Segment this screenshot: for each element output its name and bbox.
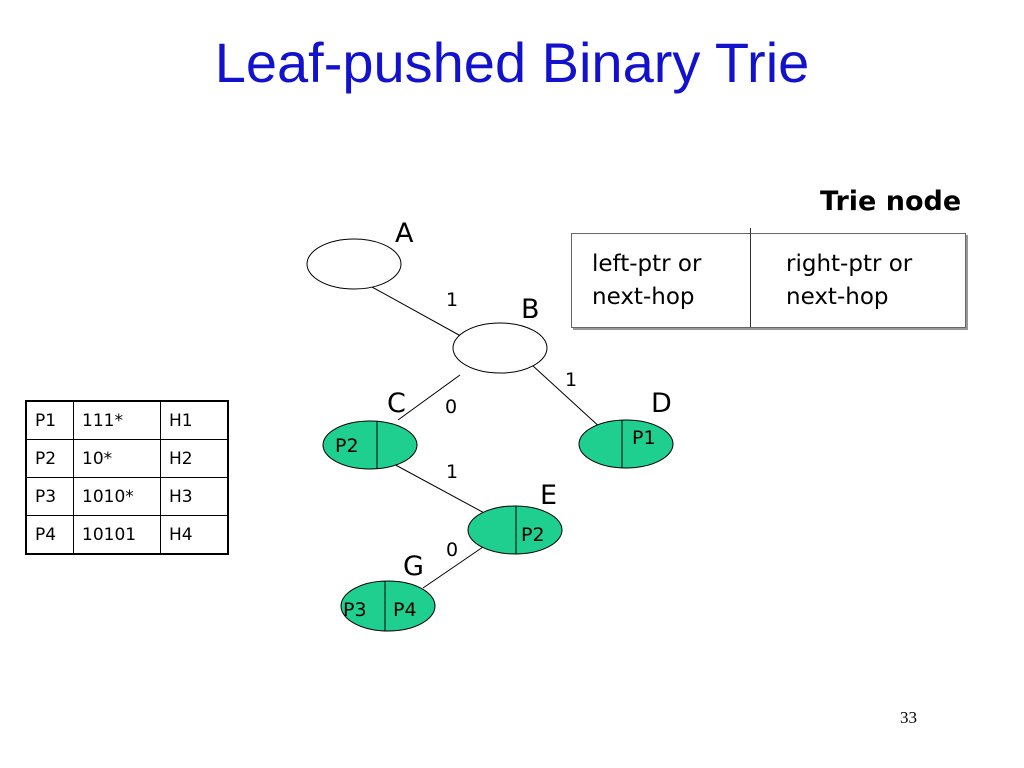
page-number: 33 bbox=[900, 708, 917, 727]
node-a bbox=[306, 238, 402, 290]
node-c-label: C bbox=[387, 388, 406, 419]
trie-node-caption: Trie node bbox=[820, 186, 962, 217]
right-pointer-field: right-ptr or next-hop bbox=[786, 248, 912, 314]
node-e-label: E bbox=[540, 480, 557, 511]
edge-b-c-label: 0 bbox=[445, 396, 457, 418]
next-hop-cell: H4 bbox=[160, 515, 229, 555]
node-g-label: G bbox=[403, 551, 424, 582]
next-hop-cell: H3 bbox=[160, 477, 229, 516]
left-field-line-2: next-hop bbox=[592, 284, 695, 310]
edge-b-d bbox=[531, 364, 604, 431]
node-e bbox=[467, 505, 563, 555]
edge-a-b-label: 1 bbox=[446, 289, 458, 311]
prefix-value-cell: 10101 bbox=[73, 515, 161, 555]
edge-e-g-label: 0 bbox=[446, 539, 458, 561]
node-b bbox=[452, 322, 548, 374]
node-d-label: D bbox=[651, 388, 672, 419]
next-hop-cell: H2 bbox=[160, 439, 229, 478]
edge-b-c bbox=[397, 374, 461, 421]
slide-title: Leaf-pushed Binary Trie bbox=[214, 31, 810, 94]
trie-node-divider bbox=[750, 228, 751, 327]
node-d-right-slot: P1 bbox=[632, 427, 656, 449]
trie-node-structure: left-ptr or next-hop right-ptr or next-h… bbox=[571, 228, 966, 328]
prefix-name-cell: P2 bbox=[25, 439, 74, 478]
node-a-label: A bbox=[395, 218, 414, 249]
prefix-name-cell: P3 bbox=[25, 477, 74, 516]
left-field-line-1: left-ptr or bbox=[592, 251, 702, 277]
node-g-left-slot: P3 bbox=[343, 599, 367, 621]
table-row: P2 10* H2 bbox=[25, 439, 229, 478]
prefix-value-cell: 1010* bbox=[73, 477, 161, 516]
node-g bbox=[340, 580, 436, 632]
left-pointer-field: left-ptr or next-hop bbox=[592, 248, 701, 314]
prefix-table: P1 111* H1 P2 10* H2 P3 1010* H3 P4 1010… bbox=[25, 400, 229, 555]
node-d bbox=[578, 419, 674, 469]
node-c-left-slot: P2 bbox=[335, 435, 359, 457]
prefix-value-cell: 111* bbox=[73, 400, 161, 440]
table-row: P3 1010* H3 bbox=[25, 477, 229, 516]
right-field-line-2: next-hop bbox=[786, 284, 889, 310]
table-row: P1 111* H1 bbox=[25, 400, 229, 440]
edge-c-e bbox=[389, 461, 489, 516]
node-g-right-slot: P4 bbox=[393, 599, 417, 621]
node-c bbox=[322, 420, 418, 470]
edge-e-g bbox=[422, 546, 484, 589]
edge-c-e-label: 1 bbox=[446, 461, 458, 483]
prefix-name-cell: P4 bbox=[25, 515, 74, 555]
table-row: P4 10101 H4 bbox=[25, 515, 229, 555]
node-b-label: B bbox=[521, 294, 540, 325]
next-hop-cell: H1 bbox=[160, 400, 229, 440]
edge-a-b bbox=[371, 286, 469, 341]
edge-b-d-label: 1 bbox=[565, 369, 577, 391]
prefix-value-cell: 10* bbox=[73, 439, 161, 478]
node-e-right-slot: P2 bbox=[521, 524, 545, 546]
right-field-line-1: right-ptr or bbox=[786, 251, 913, 277]
